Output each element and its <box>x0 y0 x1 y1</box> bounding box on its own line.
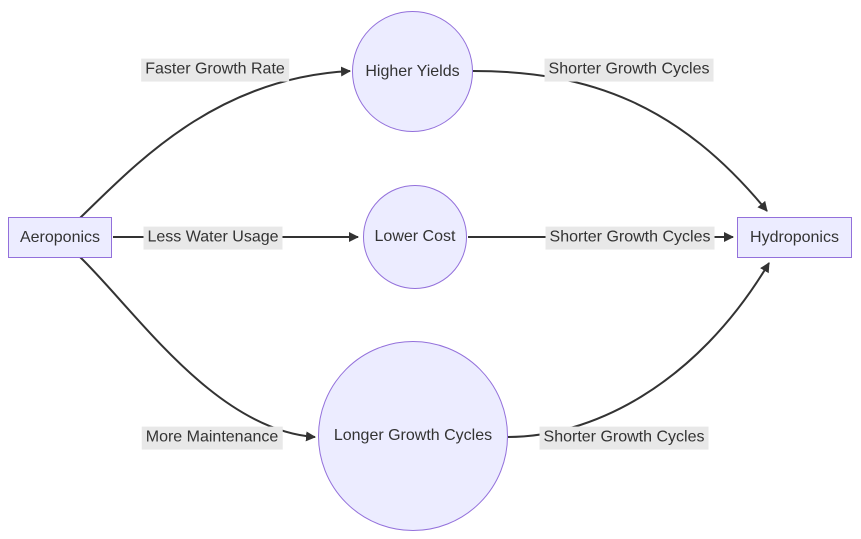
edge-aeroponics-to-longer-growth-cycles <box>79 256 316 442</box>
edge-higher-yields-to-hydroponics <box>472 70 768 212</box>
edge-label-shorter-growth-cycles-top: Shorter Growth Cycles <box>544 58 714 82</box>
node-aeroponics: Aeroponics <box>8 217 112 258</box>
node-higher-yields-label: Higher Yields <box>365 62 460 80</box>
edge-label-shorter-growth-cycles-bottom: Shorter Growth Cycles <box>539 426 709 450</box>
node-longer-growth-cycles-label: Longer Growth Cycles <box>333 427 493 444</box>
node-lower-cost: Lower Cost <box>363 185 467 289</box>
node-lower-cost-label: Lower Cost <box>374 228 456 245</box>
edge-aeroponics-to-higher-yields <box>79 66 351 219</box>
edge-label-faster-growth-rate: Faster Growth Rate <box>141 58 289 82</box>
node-hydroponics-label: Hydroponics <box>750 228 839 246</box>
edge-label-shorter-growth-cycles-middle: Shorter Growth Cycles <box>545 226 715 250</box>
node-higher-yields: Higher Yields <box>352 11 473 132</box>
node-aeroponics-label: Aeroponics <box>19 228 101 246</box>
node-hydroponics: Hydroponics <box>737 217 852 258</box>
edge-label-less-water-usage: Less Water Usage <box>143 226 283 250</box>
edge-label-more-maintenance: More Maintenance <box>141 426 283 450</box>
edge-longer-growth-cycles-to-hydroponics <box>507 262 770 438</box>
node-longer-growth-cycles: Longer Growth Cycles <box>318 341 508 531</box>
